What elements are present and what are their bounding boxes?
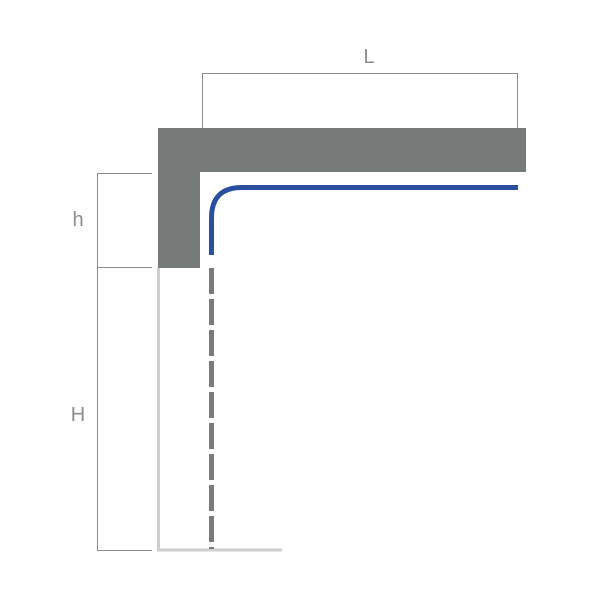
door-height-dimension-bracket [97,267,152,551]
door-height-label: H [71,404,85,426]
length-label: L [363,46,374,68]
door-outline [157,268,282,552]
header-height-label: h [72,209,83,231]
door-track-rail [209,185,518,255]
header-height-dimension-bracket [97,173,152,268]
header-frame [158,128,526,268]
length-dimension-bracket [202,73,518,130]
